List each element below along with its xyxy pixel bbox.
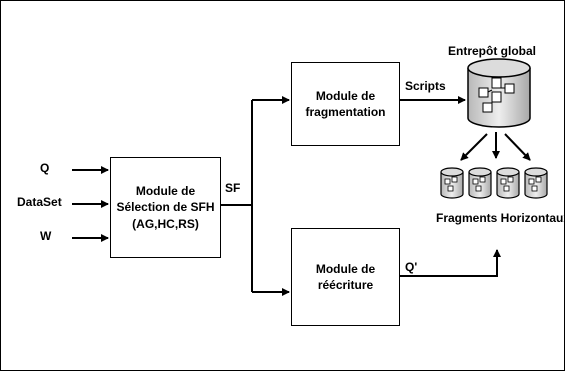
fragment-cylinder-2-icon bbox=[468, 167, 492, 199]
fragment-cylinder-3-icon bbox=[496, 167, 520, 199]
q-prime-label: Q' bbox=[405, 260, 418, 274]
selection-module-label: Module de Sélection de SFH (AG,HC,RS) bbox=[116, 184, 215, 231]
input-w-label: W bbox=[40, 229, 52, 243]
fragment-cylinder-1-icon bbox=[440, 167, 464, 199]
arrow-fragment-left bbox=[460, 133, 488, 161]
input-q-label: Q bbox=[40, 161, 50, 175]
arrow-q-prime bbox=[400, 249, 501, 277]
input-dataset-label: DataSet bbox=[17, 195, 62, 209]
arrow-fragment-right bbox=[504, 133, 531, 161]
sf-label: SF bbox=[225, 181, 241, 195]
rewriting-module-label: Module de réécriture bbox=[315, 261, 376, 292]
global-warehouse-icon bbox=[467, 58, 531, 128]
scripts-label: Scripts bbox=[405, 79, 446, 93]
fragmentation-module-label: Module de fragmentation bbox=[305, 88, 386, 119]
selection-module-box: Module de Sélection de SFH (AG,HC,RS) bbox=[110, 157, 221, 258]
fragmentation-module-box: Module de fragmentation bbox=[291, 62, 400, 146]
global-warehouse-label: Entrepôt global bbox=[448, 44, 536, 58]
fragment-cylinder-4-icon bbox=[524, 167, 548, 199]
fragments-label: Fragments Horizontaux bbox=[436, 211, 565, 225]
rewriting-module-box: Module de réécriture bbox=[291, 228, 400, 326]
